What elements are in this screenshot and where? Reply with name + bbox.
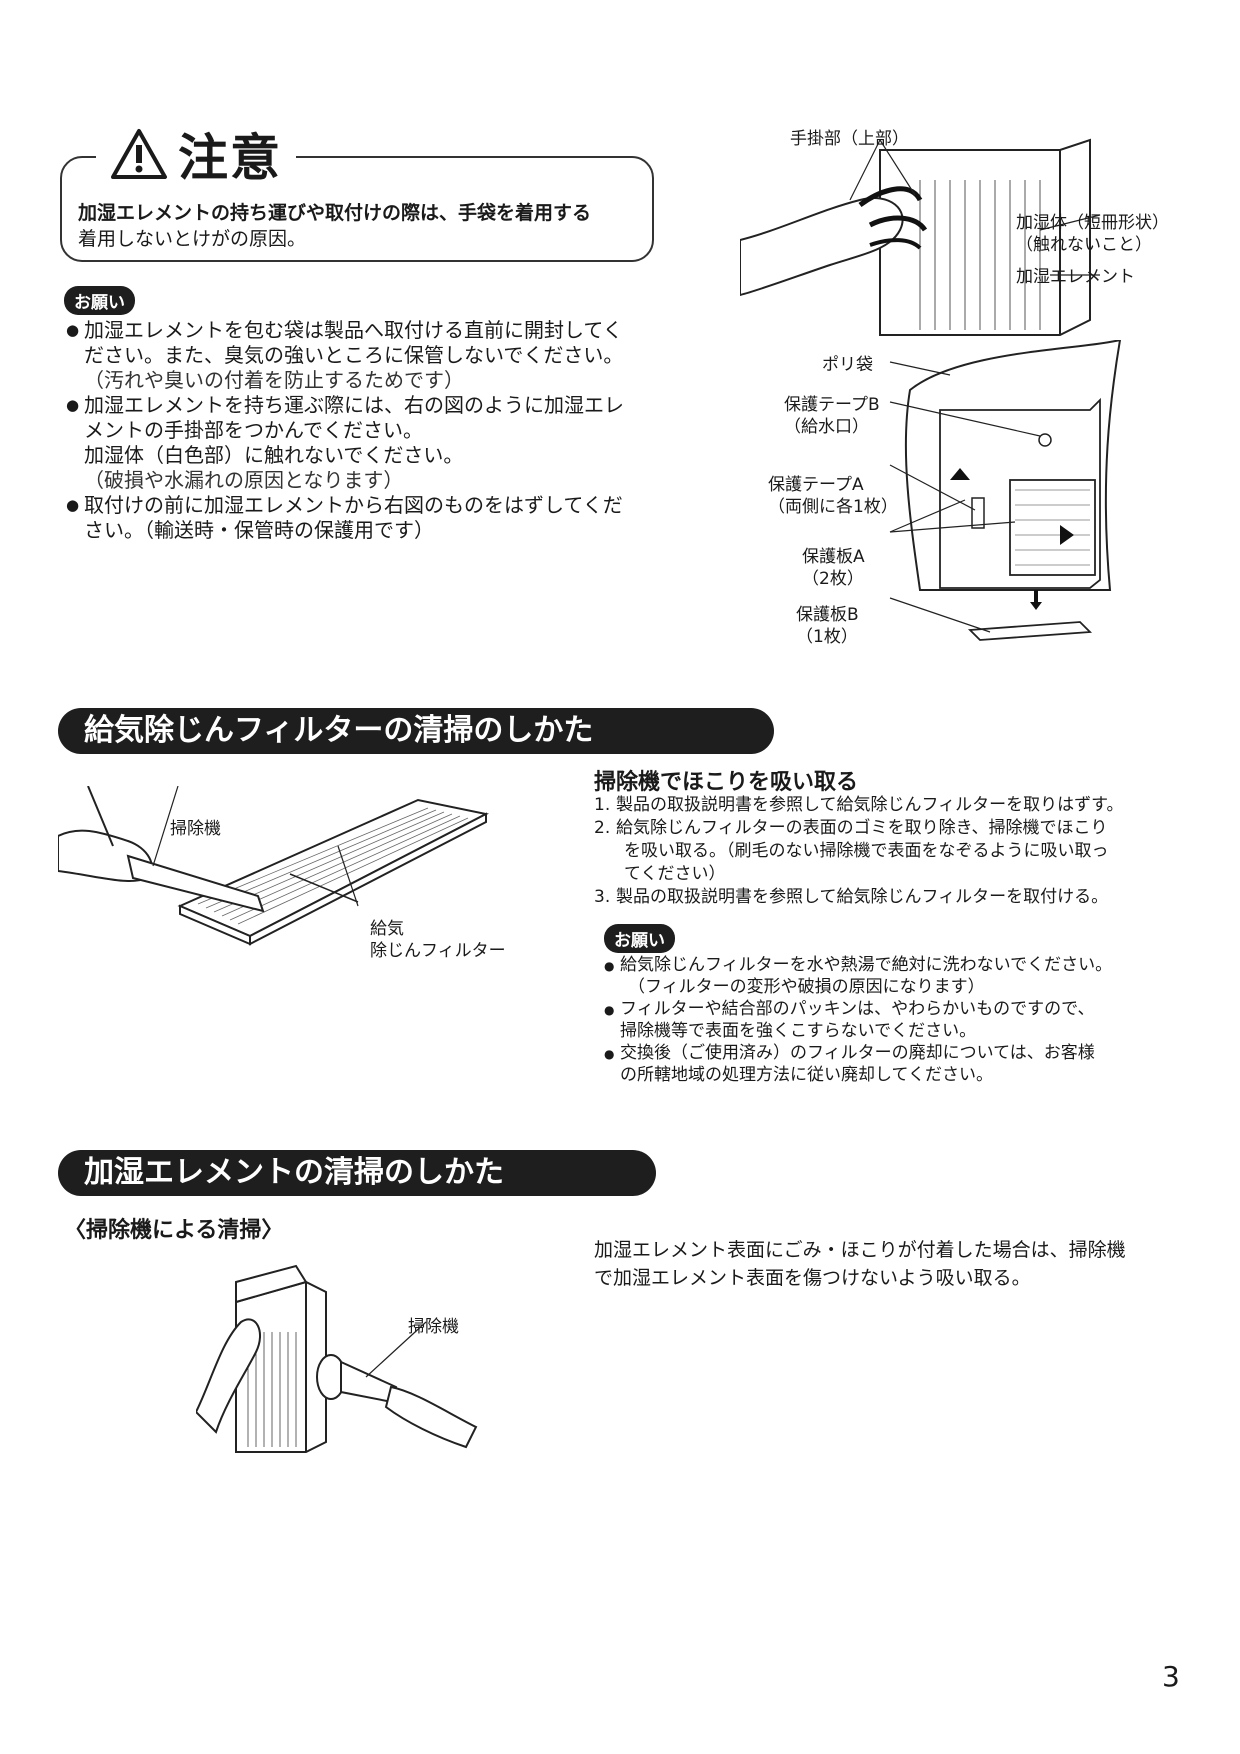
label-tape-a-count: （両側に各1枚） [768,497,898,517]
step-item: 2. 給気除じんフィルターの表面のゴミを取り除き、掃除機でほこり を吸い取る。（… [594,817,1194,886]
instruction-line: 加湿エレメント表面にごみ・ほこりが付着した場合は、掃除機 [594,1239,1126,1261]
cleaning-steps: 1. 製品の取扱説明書を参照して給気除じんフィルターを取りはずす。 2. 給気除… [594,794,1194,909]
list-item-line: 加湿エレメントを包む袋は製品へ取付ける直前に開封してく [84,318,623,342]
list-item: 加湿エレメントを持ち運ぶ際には、右の図のように加湿エレ メントの手掛部をつかんで… [66,393,676,493]
element-vacuum-illustration [196,1264,478,1453]
caution-title: 注意 [178,129,282,187]
label-plate-b: 保護板B [796,605,859,625]
list-item-line: メントの手掛部をつかんでください。 [84,418,423,442]
label-plate-a-count: （2枚） [802,569,864,589]
list-item: 加湿エレメントを包む袋は製品へ取付ける直前に開封してく ださい。また、臭気の強い… [66,318,676,393]
label-tape-b: 保護テープB [784,395,880,415]
note-line: 給気除じんフィルターを水や熱湯で絶対に洗わないでください。 [620,955,1113,975]
request-badge: お願い [64,286,135,315]
label-intake: 給気 [370,919,404,939]
request-list: 加湿エレメントを包む袋は製品へ取付ける直前に開封してく ださい。また、臭気の強い… [66,318,676,543]
step-text: を吸い取る。（刷毛のない掃除機で表面をなぞるように吸い取っ [624,841,1109,861]
step-number: 1. [594,795,611,815]
label-dust-filter: 除じんフィルター [370,941,506,961]
element-carry-illustration [740,138,1101,336]
instruction-line: で加湿エレメント表面を傷つけないよう吸い取る。 [594,1267,1031,1289]
label-vacuum: 掃除機 [170,819,221,839]
element-packaging-illustration [889,340,1122,641]
step-text: 製品の取扱説明書を参照して給気除じんフィルターを取付ける。 [616,887,1109,907]
list-item-note: （汚れや臭いの付着を防止するためです） [84,368,464,392]
step-item: 1. 製品の取扱説明書を参照して給気除じんフィルターを取りはずす。 [594,794,1194,817]
label-plate-b-count: （1枚） [796,627,858,647]
section-title-intake-filter: 給気除じんフィルターの清掃のしかた [58,708,774,754]
step-text: てください） [624,864,726,884]
label-do-not-touch: （触れないこと） [1016,235,1152,255]
steps-title: 掃除機でほこりを吸い取る [594,770,859,795]
page-number: 3 [1162,1660,1180,1693]
list-item: 交換後（ご使用済み）のフィルターの廃却については、お客様 の所轄地域の処理方法に… [604,1042,1194,1086]
note-line: フィルターや結合部のパッキンは、やわらかいものですので、 [620,999,1095,1019]
label-plate-a: 保護板A [802,547,865,567]
caution-heading: 注意 [96,118,296,190]
label-water-inlet: （給水口） [784,417,869,437]
warning-triangle-icon [111,129,167,179]
label-humidifier-element: 加湿エレメント [1016,267,1135,287]
step-text: 給気除じんフィルターの表面のゴミを取り除き、掃除機でほこり [616,818,1108,838]
caution-bold-text: 加湿エレメントの持ち運びや取付けの際は、手袋を着用する [78,202,592,224]
list-item-line: さい。（輸送時・保管時の保護用です） [84,518,434,542]
note-line: の所轄地域の処理方法に従い廃却してください。 [620,1065,993,1085]
request-badge: お願い [604,924,675,953]
list-item-line: ださい。また、臭気の強いところに保管しないでください。 [84,343,624,367]
step-number: 2. [594,818,611,838]
list-item-line: 加湿体（白色部）に触れないでください。 [84,443,464,467]
note-line: （フィルターの変形や破損の原因になります） [628,977,985,997]
label-vacuum: 掃除機 [408,1317,459,1337]
caution-normal-text: 着用しないとけがの原因。 [78,228,307,250]
step-text: 製品の取扱説明書を参照して給気除じんフィルターを取りはずす。 [616,795,1124,815]
vacuum-cleaning-subheading: 〈掃除機による清掃〉 [64,1218,284,1243]
step-number: 3. [594,887,611,907]
list-item: 給気除じんフィルターを水や熱湯で絶対に洗わないでください。 （フィルターの変形や… [604,954,1194,998]
list-item-note: （破損や水漏れの原因となります） [84,468,404,492]
list-item-line: 加湿エレメントを持ち運ぶ際には、右の図のように加湿エレ [84,393,624,417]
caution-box [60,156,654,262]
label-poly-bag: ポリ袋 [822,355,873,375]
note-line: 掃除機等で表面を強くこすらないでください。 [620,1021,977,1041]
list-item: 取付けの前に加湿エレメントから右図のものをはずしてくだ さい。（輸送時・保管時の… [66,493,676,543]
filter-cleaning-illustration [58,786,489,965]
section-title-humidifier-element: 加湿エレメントの清掃のしかた [58,1150,656,1196]
label-tape-a: 保護テープA [768,475,864,495]
label-humidifier-body: 加湿体（短冊形状） [1016,213,1169,233]
note-line: 交換後（ご使用済み）のフィルターの廃却については、お客様 [620,1043,1095,1063]
list-item: フィルターや結合部のパッキンは、やわらかいものですので、 掃除機等で表面を強くこ… [604,998,1194,1042]
list-item-line: 取付けの前に加湿エレメントから右図のものをはずしてくだ [84,493,623,517]
element-cleaning-instruction: 加湿エレメント表面にごみ・ほこりが付着した場合は、掃除機 で加湿エレメント表面を… [594,1236,1194,1292]
label-handle: 手掛部（上部） [790,129,909,149]
filter-notes: 給気除じんフィルターを水や熱湯で絶対に洗わないでください。 （フィルターの変形や… [604,954,1194,1086]
step-item: 3. 製品の取扱説明書を参照して給気除じんフィルターを取付ける。 [594,886,1194,909]
